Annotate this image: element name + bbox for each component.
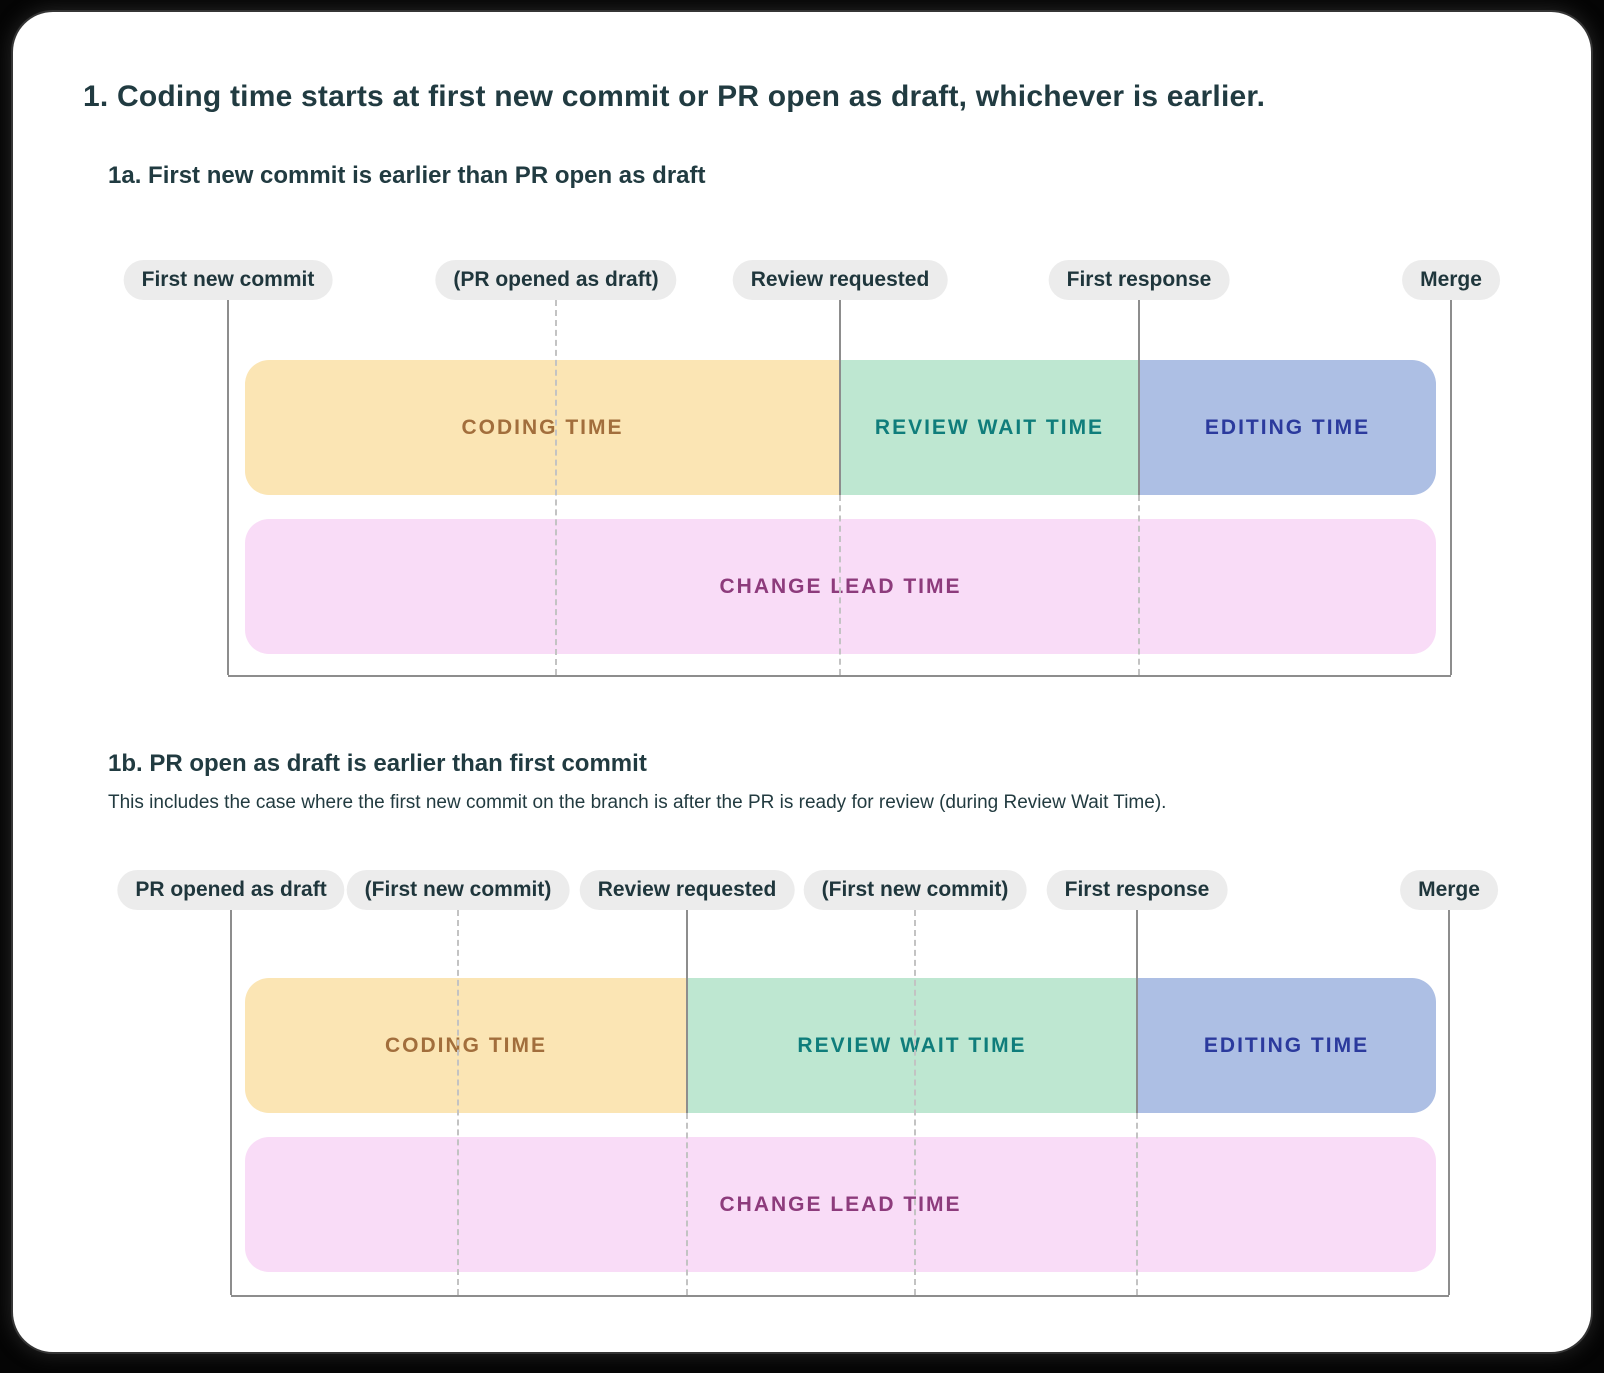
event-line-dashed — [457, 910, 459, 1295]
event-pill: Review requested — [579, 870, 795, 910]
bar-segment-review: REVIEW WAIT TIME — [840, 360, 1139, 495]
main-title: 1. Coding time starts at first new commi… — [83, 80, 1266, 113]
event-pill: First response — [1048, 260, 1230, 300]
event-line-solid — [1138, 300, 1140, 495]
event-line-solid — [1450, 300, 1452, 675]
section-heading-1b: 1b. PR open as draft is earlier than fir… — [108, 750, 647, 777]
event-line-dashed — [839, 495, 841, 675]
event-line-solid — [230, 910, 232, 1295]
event-pill: First new commit — [123, 260, 333, 300]
event-line-dashed — [1138, 495, 1140, 675]
event-line-dashed — [686, 1113, 688, 1295]
event-line-solid — [1136, 910, 1138, 1113]
bar-segment-review: REVIEW WAIT TIME — [687, 978, 1137, 1113]
event-line-solid — [686, 910, 688, 1113]
timeline-baseline — [228, 675, 1451, 677]
event-pill: PR opened as draft — [117, 870, 345, 910]
event-line-solid — [839, 300, 841, 495]
diagram-card: 1. Coding time starts at first new commi… — [13, 12, 1591, 1352]
event-line-dashed — [555, 300, 557, 675]
event-line-solid — [1448, 910, 1450, 1295]
bar-change-lead-time: CHANGE LEAD TIME — [245, 1137, 1436, 1272]
event-pill: (First new commit) — [803, 870, 1027, 910]
event-pill: (PR opened as draft) — [435, 260, 677, 300]
event-line-dashed — [1136, 1113, 1138, 1295]
event-line-dashed — [914, 910, 916, 1295]
event-pill: First response — [1046, 870, 1228, 910]
bar-segment-coding: CODING TIME — [245, 978, 687, 1113]
event-pill: Merge — [1400, 870, 1498, 910]
event-pill: (First new commit) — [346, 870, 570, 910]
bar-segment-editing: EDITING TIME — [1137, 978, 1436, 1113]
bar-segment-editing: EDITING TIME — [1139, 360, 1436, 495]
section-heading-1a: 1a. First new commit is earlier than PR … — [108, 162, 706, 189]
event-pill: Review requested — [732, 260, 948, 300]
event-line-solid — [227, 300, 229, 675]
event-pill: Merge — [1402, 260, 1500, 300]
section-note: This includes the case where the first n… — [108, 792, 1167, 813]
bar-segment-coding: CODING TIME — [245, 360, 840, 495]
timeline-baseline — [231, 1295, 1449, 1297]
